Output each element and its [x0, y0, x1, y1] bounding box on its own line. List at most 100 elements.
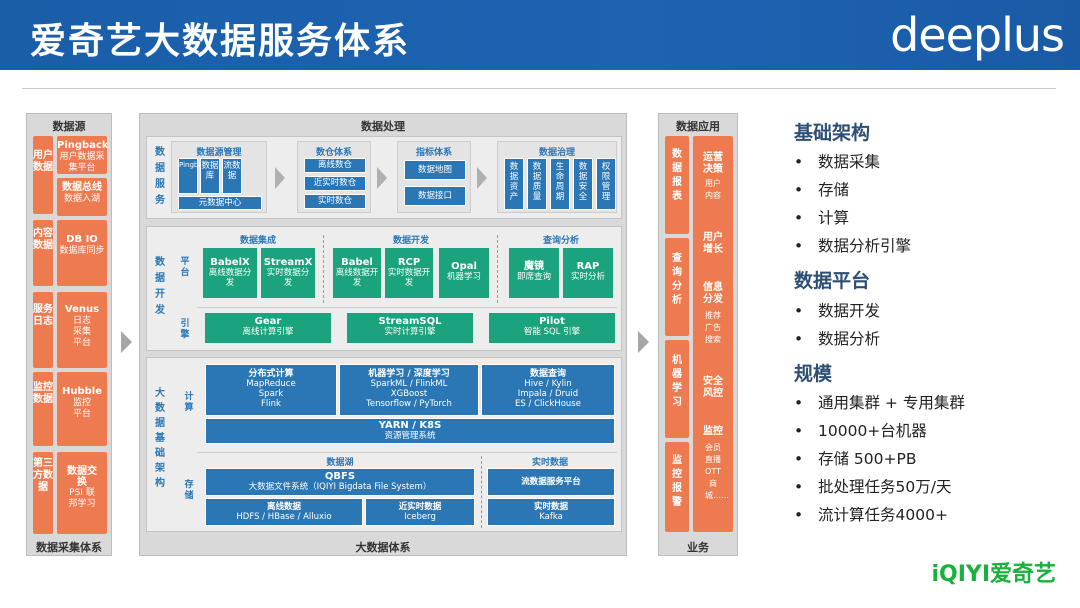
permission-mgmt: 权限管理 [596, 158, 616, 210]
realtime-title: 实时数据 [531, 458, 568, 468]
data-processing-panel: 数据处理 大数据体系 数据服务 数据源管理 Pingback 数据库 流数据 元… [139, 113, 627, 556]
item-name: 数据交换 [67, 466, 97, 488]
biz-growth: 用户增长 [703, 232, 723, 255]
arrow-icon [477, 167, 487, 189]
lifecycle: 生命周期 [550, 158, 570, 210]
bullet-text: 10000+台机器 [818, 422, 927, 440]
biz-name: 运营决策 [703, 152, 723, 175]
item-name: Hubble [61, 386, 102, 397]
bullet-text: 存储 [818, 181, 850, 199]
item-desc: 离线计算引擎 [242, 327, 294, 337]
platform-label: 平台 [180, 257, 190, 278]
group-label: 服务日志 [33, 304, 53, 327]
iqiyi-logo: iQIYI爱奇艺 [931, 562, 1056, 587]
item-desc: 资源管理系统 [384, 431, 436, 441]
stream-src: 流数据 [222, 158, 242, 194]
divider [323, 235, 324, 303]
item-desc: HDFS / HBase / Alluxio [236, 512, 332, 522]
header-bar: 爱奇艺大数据服务体系 deeplus [0, 0, 1080, 70]
item-desc: 机器学习 [446, 272, 481, 282]
data-processing-title: 数据处理 [361, 120, 405, 133]
item-line: Tensorflow / PyTorch [366, 399, 452, 409]
item-line: Hive / Kylin [524, 379, 572, 389]
divider [197, 452, 617, 453]
item-desc: 离线数据分发 [208, 268, 252, 288]
item-title: QBFS [324, 471, 356, 482]
item-line: Flink [261, 399, 281, 409]
group-label: 内容数据 [33, 228, 53, 251]
infra-label: 大数据基础架构 [155, 388, 165, 489]
data-dev-label: 数据开发 [155, 257, 165, 316]
app-query: 查询分析 [665, 238, 689, 336]
data-app-title: 数据应用 [676, 120, 720, 133]
item-title: 实时数据 [533, 502, 568, 512]
app-reports: 数据报表 [665, 136, 689, 234]
item-desc: 实时数据分发 [266, 268, 310, 288]
bullet-item: •通用集群 + 专用集群 [794, 394, 965, 412]
page-title: 爱奇艺大数据服务体系 [30, 21, 411, 62]
item-line: ES / ClickHouse [515, 399, 581, 409]
bullet-text: 通用集群 + 专用集群 [818, 394, 965, 412]
item-name: StreamX [263, 257, 313, 268]
item-desc: 实时分析 [570, 272, 605, 282]
item-name: BabelX [210, 257, 250, 268]
biz-security: 安全风控 [703, 376, 723, 399]
item-desc: 监控平台 [72, 398, 91, 419]
divider [22, 88, 1056, 89]
engine-label: 引擎 [180, 319, 190, 340]
source-mgmt-group: 数据源管理 Pingback 数据库 流数据 元数据中心 [171, 141, 267, 213]
item-line: Spark [258, 389, 284, 399]
bullet-text: 数据开发 [818, 302, 881, 320]
item-desc: Iceberg [404, 512, 436, 522]
group-label: 监控数据 [33, 382, 53, 405]
group-label: 第三方数据 [33, 458, 53, 493]
devp-title: 数据开发 [392, 236, 429, 246]
item-desc: 数据入湖 [63, 194, 100, 204]
item-title: 离线数据 [266, 502, 301, 512]
bullet-item: •计算 [794, 209, 850, 227]
item-title: 数据查询 [529, 369, 566, 379]
item-line: SparkML / FlinkML [370, 379, 448, 389]
group-label: 用户数据 [33, 150, 53, 173]
item-name: Pilot [539, 316, 565, 327]
data-api: 数据接口 [404, 186, 466, 206]
item-desc: 离线数据开发 [335, 268, 379, 288]
bullet-item: •数据分析 [794, 330, 881, 348]
storage-label: 存储 [184, 480, 194, 501]
biz-desc: 会员直播OTT商城…… [705, 443, 729, 500]
data-service-label: 数据服务 [155, 147, 165, 206]
item-title: 分布式计算 [248, 369, 294, 379]
data-app-panel: 数据应用 业务 数据报表 查询分析 机器学习 监控报警 运营决策用户内容 用户增… [658, 113, 738, 556]
warehouse-title: 数仓体系 [315, 148, 352, 158]
item-desc: 实时计算引擎 [384, 327, 436, 337]
metadata-center: 元数据中心 [178, 196, 262, 210]
bullet-text: 数据分析 [818, 330, 881, 348]
integration-title: 数据集成 [239, 236, 276, 246]
divider [497, 235, 498, 303]
flow-arrow-icon [121, 331, 132, 353]
divider [481, 456, 482, 528]
data-quality: 数据质量 [527, 158, 547, 210]
item-name: RCP [397, 257, 421, 268]
item-desc: Kafka [539, 512, 563, 522]
biz-desc: 推荐广告搜索 [705, 311, 721, 344]
mojing-box: 魔镜即席查询 [509, 248, 559, 298]
item-name: Opal [451, 261, 477, 272]
item-title: 近实时数据 [398, 502, 442, 512]
rt-dw: 实时数仓 [304, 194, 366, 209]
stream-service-box: 流数据服务平台 [487, 468, 615, 496]
item-name: Gear [254, 316, 282, 327]
item-desc: 用户数据采集平台 [59, 152, 105, 173]
